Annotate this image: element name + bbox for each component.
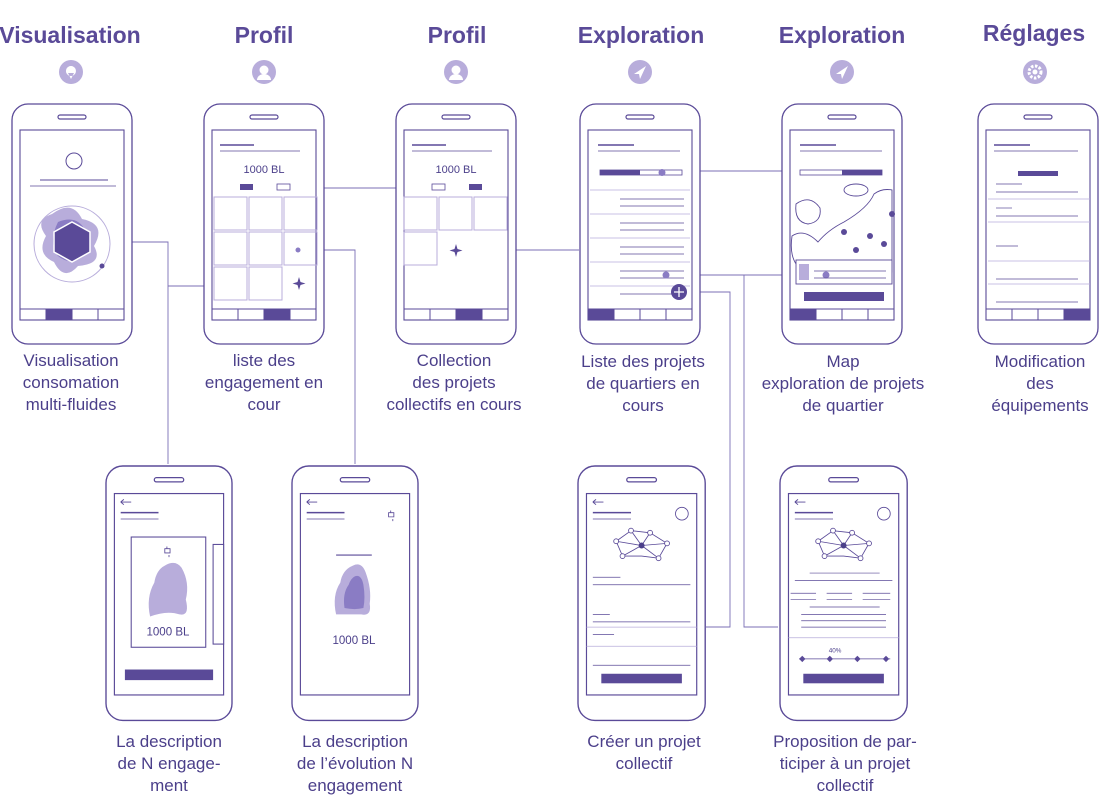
section-title: Exploration — [577, 22, 705, 48]
screen-caption: Visualisation consomation multi-fluides — [22, 351, 120, 414]
phone-reglages — [977, 103, 1099, 345]
phone-profil-list: 1000 BL — [203, 103, 325, 345]
screen-caption: Modification des équipements — [991, 352, 1089, 415]
section-title: Profil — [427, 22, 487, 48]
balance-text: 1000 BL — [146, 626, 190, 639]
screen-caption: Créer un projet collectif — [587, 732, 701, 773]
screen-caption: Liste des projets de quartiers en cours — [581, 352, 705, 415]
screen-caption: liste des engagement en cour — [204, 351, 324, 414]
screen-caption: La description de N engage- ment — [116, 732, 222, 795]
balance-text: 1000 BL — [244, 164, 285, 176]
phone-exploration-map — [781, 103, 903, 345]
balance-text: 1000 BL — [332, 634, 376, 647]
section-title: Visualisation — [0, 22, 141, 48]
section-title: Réglages — [982, 20, 1086, 46]
progress-label: 40% — [829, 648, 842, 655]
compass-icon — [628, 60, 652, 84]
gear-icon — [1021, 58, 1049, 86]
screen-caption: La description de l’évolution N engageme… — [296, 732, 414, 795]
phone-create-project — [577, 465, 706, 722]
screen-caption: Map exploration de projets de quartier — [761, 352, 925, 415]
phone-engagement-evolution: 1000 BL — [291, 465, 419, 722]
user-icon — [252, 60, 276, 84]
section-title: Profil — [234, 22, 294, 48]
compass-icon — [830, 60, 854, 84]
phone-join-project: 40% — [779, 465, 908, 722]
phone-profil-collection: 1000 BL — [395, 103, 517, 345]
screen-caption: Collection des projets collectifs en cou… — [386, 351, 522, 414]
screen-caption: Proposition de par- ticiper à un projet … — [773, 732, 917, 795]
phone-exploration-list — [579, 103, 701, 345]
user-icon — [444, 60, 468, 84]
balance-text: 1000 BL — [436, 164, 477, 176]
pin-icon — [59, 60, 83, 84]
section-title: Exploration — [778, 22, 906, 48]
phone-visualisation — [11, 103, 133, 345]
phone-engagement-description: 1000 BL — [105, 465, 233, 722]
